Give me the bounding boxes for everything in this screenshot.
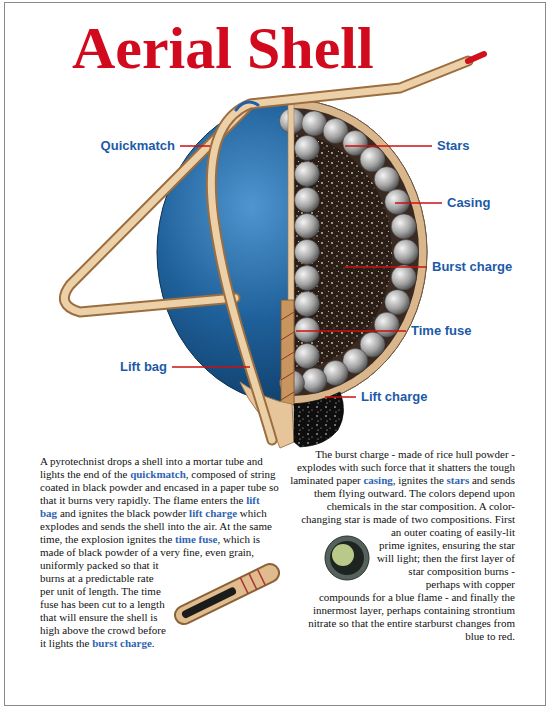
star-pellet [295,188,320,213]
highlight-term: casing [363,474,392,486]
body-text: and ignites the black powder [60,507,186,519]
body-text: . [152,637,155,649]
star-middle [330,541,364,575]
leader-line [345,145,432,147]
star-outer [325,536,369,580]
star-pellet [385,189,410,214]
quickmatch-tube [211,61,468,440]
part-label: Stars [437,138,470,154]
float-spacer [285,455,286,559]
float-spacer [290,448,291,526]
text-column: A pyrotechnist drops a shell into a mort… [40,455,285,650]
fuse-stripe [249,574,256,588]
time-fuse-stripes [281,312,294,400]
burst-charge [292,135,392,369]
highlight-term: burst charge [92,637,152,649]
diagram-title: Aerial Shell [72,18,374,78]
body-text: , ignites the [393,474,444,486]
stars-group [280,109,419,396]
leader-lines [172,146,442,397]
part-label: Casing [447,195,490,211]
quickmatch-tip [468,54,484,61]
highlight-term: quickmatch [130,468,186,480]
star-pellet [374,167,399,192]
star-pellet [295,292,320,317]
part-label: Lift charge [361,389,427,405]
star-pellet [295,214,320,239]
star-pellet [295,240,320,265]
star-core [332,544,354,566]
star-pellet [295,136,320,161]
figure-space [170,559,285,625]
color-changing-star [325,536,369,580]
highlight-term: lift charge [189,507,237,519]
quickmatch-tube [211,61,468,440]
page-frame [5,3,546,706]
part-label: Quickmatch [101,138,175,154]
figure-space [290,526,375,591]
star-pellet [385,290,410,315]
star-pellet [391,265,416,290]
part-label: Time fuse [411,323,471,339]
star-pellet [295,318,320,343]
quickmatch [64,54,484,440]
leader-line [296,330,406,332]
star-pellet [394,240,419,265]
star-pellet [295,162,320,187]
fuse-stripe [258,570,265,584]
highlight-term: stars [447,474,470,486]
fuse-tube [184,573,270,615]
time-fuse-cutaway [184,570,270,615]
star-pellet [391,214,416,239]
lift-charge [294,392,344,447]
leader-line [345,266,427,268]
casing-inside [292,108,419,396]
part-label: Burst charge [432,259,512,275]
star-pellet [295,266,320,291]
leader-line [172,366,250,368]
text-column: The burst charge - made of rice hull pow… [290,448,515,643]
fuse-powder [186,592,232,615]
leader-line [180,145,210,147]
fuse-stripe [241,578,248,592]
leader-line [325,396,356,398]
highlight-term: time fuse [175,533,217,545]
part-label: Lift bag [120,359,167,375]
star-pellet [295,344,320,369]
body-text: and sends them flying outward. The color… [301,474,515,642]
body-text: , which is made of black powder of a ver… [40,533,260,649]
fuse-tube [184,573,270,615]
tie-string [236,102,258,110]
star-pellet [302,368,327,393]
time-fuse [281,300,294,405]
leader-line [395,202,442,204]
